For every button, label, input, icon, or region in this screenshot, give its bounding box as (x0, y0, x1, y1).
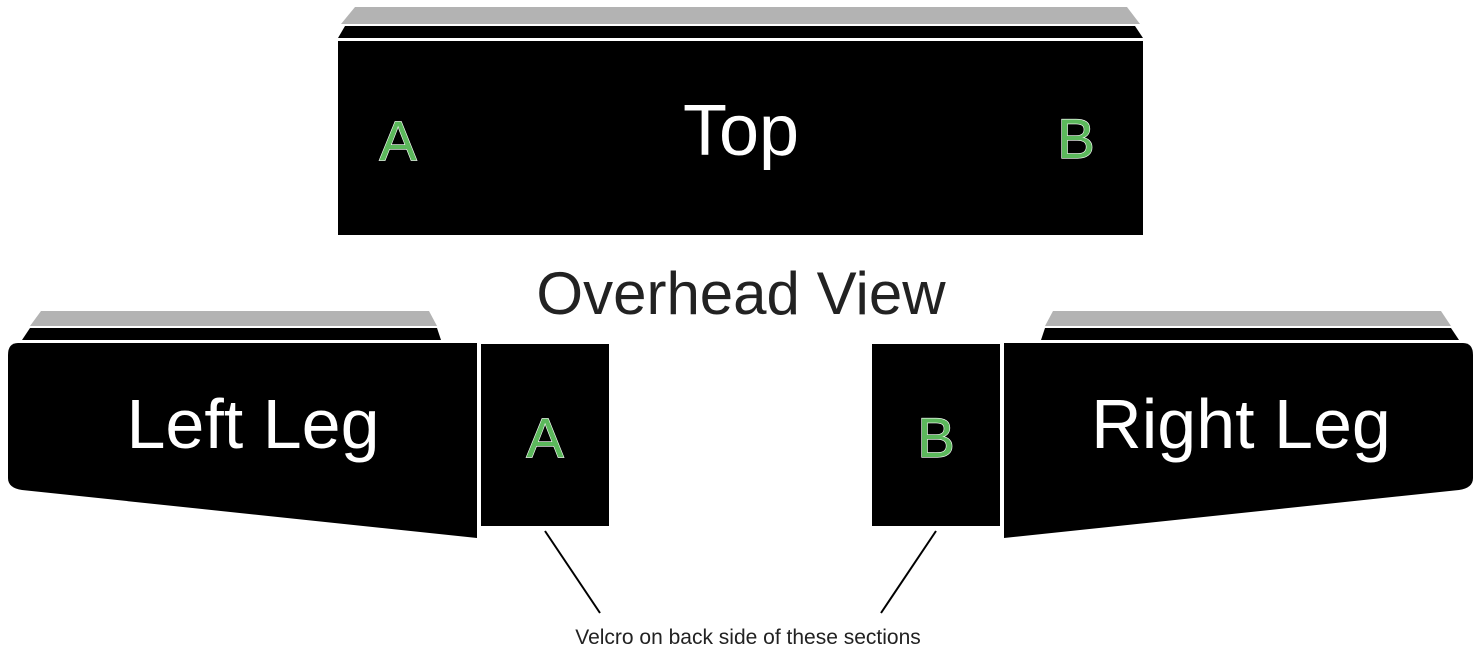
right-leg-label: Right Leg (1091, 385, 1391, 463)
right-leg-rim (1041, 328, 1459, 340)
right-leg-velcro-section (872, 344, 1000, 526)
left-leg-label: Left Leg (127, 385, 380, 463)
top-panel-strip (341, 7, 1140, 24)
top-panel-marker-a: A (379, 109, 417, 172)
top-panel-label: Top (683, 91, 799, 171)
velcro-callout: Velcro on back side of these sections (544, 530, 937, 649)
diagram-title: Overhead View (536, 260, 946, 327)
left-leg: Left Leg A (8, 311, 609, 538)
top-panel-marker-b: B (1057, 107, 1094, 170)
top-panel: Top A B (338, 7, 1143, 235)
left-leg-body (8, 343, 477, 538)
right-leg: Right Leg B (872, 311, 1473, 538)
left-leg-rim (22, 328, 441, 340)
leader-line-left (544, 530, 601, 614)
right-leg-velcro-marker: B (917, 406, 954, 469)
left-leg-velcro-section (481, 344, 609, 526)
leader-line-right (880, 530, 937, 614)
top-panel-body (338, 41, 1143, 235)
left-leg-velcro-marker: A (526, 406, 564, 469)
top-panel-rim (338, 26, 1143, 38)
left-leg-strip (30, 311, 437, 326)
right-leg-body (1004, 343, 1473, 538)
right-leg-strip (1045, 311, 1451, 326)
velcro-callout-text: Velcro on back side of these sections (575, 626, 921, 649)
